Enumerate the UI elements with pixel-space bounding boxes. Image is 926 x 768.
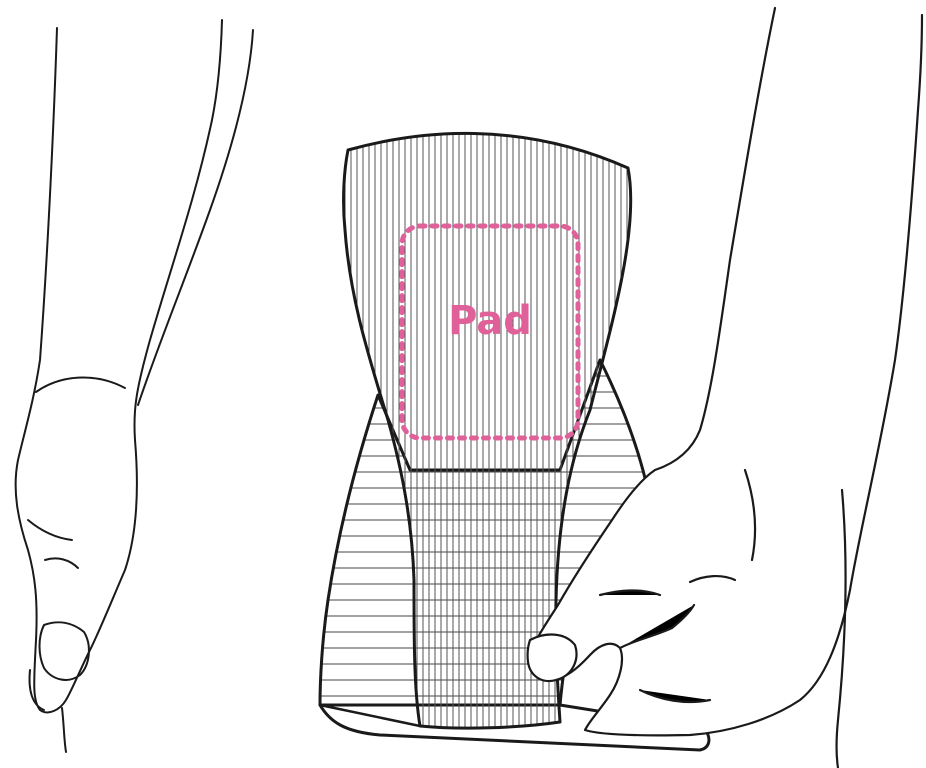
pad-label: Pad (448, 298, 532, 344)
left-hand-illustration (16, 20, 253, 752)
